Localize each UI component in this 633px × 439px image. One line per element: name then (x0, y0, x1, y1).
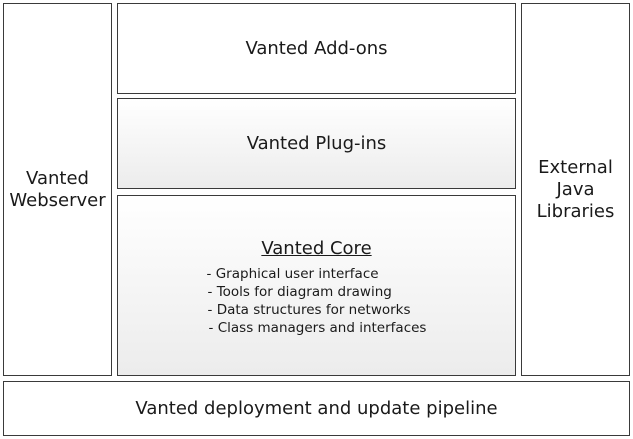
deployment-pipeline-label: Vanted deployment and update pipeline (135, 397, 498, 419)
external-java-libraries-box: External Java Libraries (521, 3, 630, 376)
vanted-core-title: Vanted Core (261, 238, 372, 259)
vanted-plugins-box: Vanted Plug-ins (117, 98, 516, 189)
core-feature-item: - Class managers and interfaces (208, 320, 427, 336)
vanted-addons-box: Vanted Add-ons (117, 3, 516, 94)
core-feature-item: - Data structures for networks (207, 302, 411, 318)
vanted-webserver-label: Vanted Webserver (9, 167, 106, 211)
vanted-core-feature-list: - Graphical user interface - Tools for d… (207, 265, 427, 337)
core-feature-item: - Graphical user interface (206, 266, 379, 282)
external-java-libraries-label: External Java Libraries (536, 156, 615, 222)
vanted-addons-label: Vanted Add-ons (245, 37, 388, 59)
vanted-core-box: Vanted Core - Graphical user interface -… (117, 195, 516, 376)
vanted-webserver-box: Vanted Webserver (3, 3, 112, 376)
vanted-plugins-label: Vanted Plug-ins (246, 132, 387, 154)
deployment-pipeline-box: Vanted deployment and update pipeline (3, 381, 630, 436)
core-feature-item: - Tools for diagram drawing (207, 284, 392, 300)
